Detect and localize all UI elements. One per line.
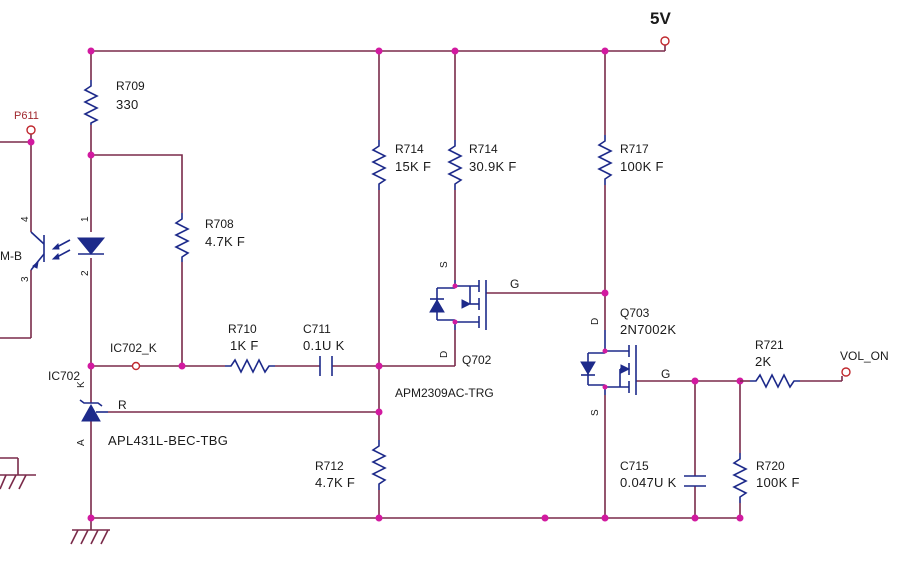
junction (541, 514, 549, 522)
q703-part: 2N7002K (620, 322, 676, 337)
supply-5v-connector (660, 36, 670, 46)
ic702-part: APL431L-BEC-TBG (108, 433, 228, 448)
c711-value: 0.1U K (303, 338, 345, 353)
r710-value: 1K F (230, 338, 259, 353)
r710-ref: R710 (228, 322, 257, 336)
ground-symbol (70, 529, 110, 545)
r721-value: 2K (755, 354, 772, 369)
junction (87, 362, 95, 370)
junction (375, 362, 383, 370)
junction (601, 47, 609, 55)
q703-ref: Q703 (620, 306, 650, 320)
p611-connector (26, 125, 36, 135)
net-label-ic702-k: IC702_K (110, 341, 157, 355)
mosfet-q702 (429, 280, 487, 330)
junction (736, 514, 744, 522)
opto-pin-4: 4 (20, 216, 31, 222)
q702-ref: Q702 (462, 353, 492, 367)
resistor-r709 (83, 80, 99, 125)
resistor-r714-30k9 (447, 140, 463, 190)
q702-pin-s: S (439, 261, 450, 268)
junction (691, 377, 699, 385)
q703-pin-g: G (661, 367, 670, 381)
c711-ref: C711 (303, 322, 331, 336)
opto-pin-3: 3 (20, 276, 31, 282)
r714-30k9-value: 30.9K F (469, 159, 517, 174)
resistor-r721 (750, 373, 800, 389)
net-connectors (26, 36, 851, 377)
resistor-r708 (174, 213, 190, 262)
r720-ref: R720 (756, 459, 785, 473)
r712-ref: R712 (315, 459, 344, 473)
junction (375, 408, 383, 416)
junction (601, 514, 609, 522)
junction (87, 47, 95, 55)
q703-pin-s: S (590, 409, 601, 416)
capacitor-symbols (319, 356, 706, 487)
junction (691, 514, 699, 522)
ic702-pin-r: R (118, 398, 127, 412)
q702-pin-d: D (439, 351, 450, 358)
vol-on-connector (841, 367, 851, 377)
junction (451, 47, 459, 55)
r714-30k9-ref: R714 (469, 142, 498, 156)
r708-value: 4.7K F (205, 234, 245, 249)
c715-value: 0.047U K (620, 475, 677, 490)
q702-pin-g: G (510, 277, 519, 291)
optocoupler-phototransistor (30, 231, 71, 271)
capacitor-c715 (684, 475, 706, 487)
resistor-r720 (732, 453, 748, 503)
resistor-r710 (225, 358, 275, 374)
r717-ref: R717 (620, 142, 649, 156)
mosfet-q703 (580, 330, 637, 395)
r717-value: 100K F (620, 159, 664, 174)
optocoupler-ref: M-B (0, 249, 22, 263)
r714-15k-ref: R714 (395, 142, 424, 156)
r714-15k-value: 15K F (395, 159, 431, 174)
junction-dots (27, 47, 744, 522)
r709-ref: R709 (116, 79, 145, 93)
opto-pin-1: 1 (80, 216, 91, 222)
ic702-k-testpoint (131, 361, 141, 371)
q702-part: APM2309AC-TRG (395, 386, 494, 400)
q703-pin-d: D (590, 318, 601, 325)
junction (87, 514, 95, 522)
junction (27, 138, 35, 146)
junction (601, 289, 609, 297)
junction (375, 514, 383, 522)
ic702-pin-k: K (76, 381, 87, 388)
opto-pin-2: 2 (80, 270, 91, 276)
c715-ref: C715 (620, 459, 649, 473)
r709-value: 330 (116, 97, 139, 112)
ic702-reference-symbol (79, 399, 108, 422)
wires (0, 45, 843, 530)
optocoupler-led (76, 237, 106, 255)
junction (178, 362, 186, 370)
resistor-r714-15k (371, 140, 387, 190)
resistor-symbols (83, 80, 800, 503)
ground-symbol (0, 458, 36, 490)
r720-value: 100K F (756, 475, 800, 490)
junction (87, 151, 95, 159)
net-label-vol-on: VOL_ON (840, 349, 889, 363)
r708-ref: R708 (205, 217, 234, 231)
resistor-r717 (597, 135, 613, 185)
r721-ref: R721 (755, 338, 784, 352)
resistor-r712 (371, 440, 387, 490)
supply-label: 5V (650, 9, 671, 28)
diode-symbols (76, 237, 108, 422)
r712-value: 4.7K F (315, 475, 355, 490)
net-label-p611: P611 (14, 110, 39, 122)
junction (375, 47, 383, 55)
ic702-pin-a: A (76, 439, 87, 446)
ic702-ref: IC702 (48, 369, 80, 383)
capacitor-c711 (319, 356, 333, 376)
